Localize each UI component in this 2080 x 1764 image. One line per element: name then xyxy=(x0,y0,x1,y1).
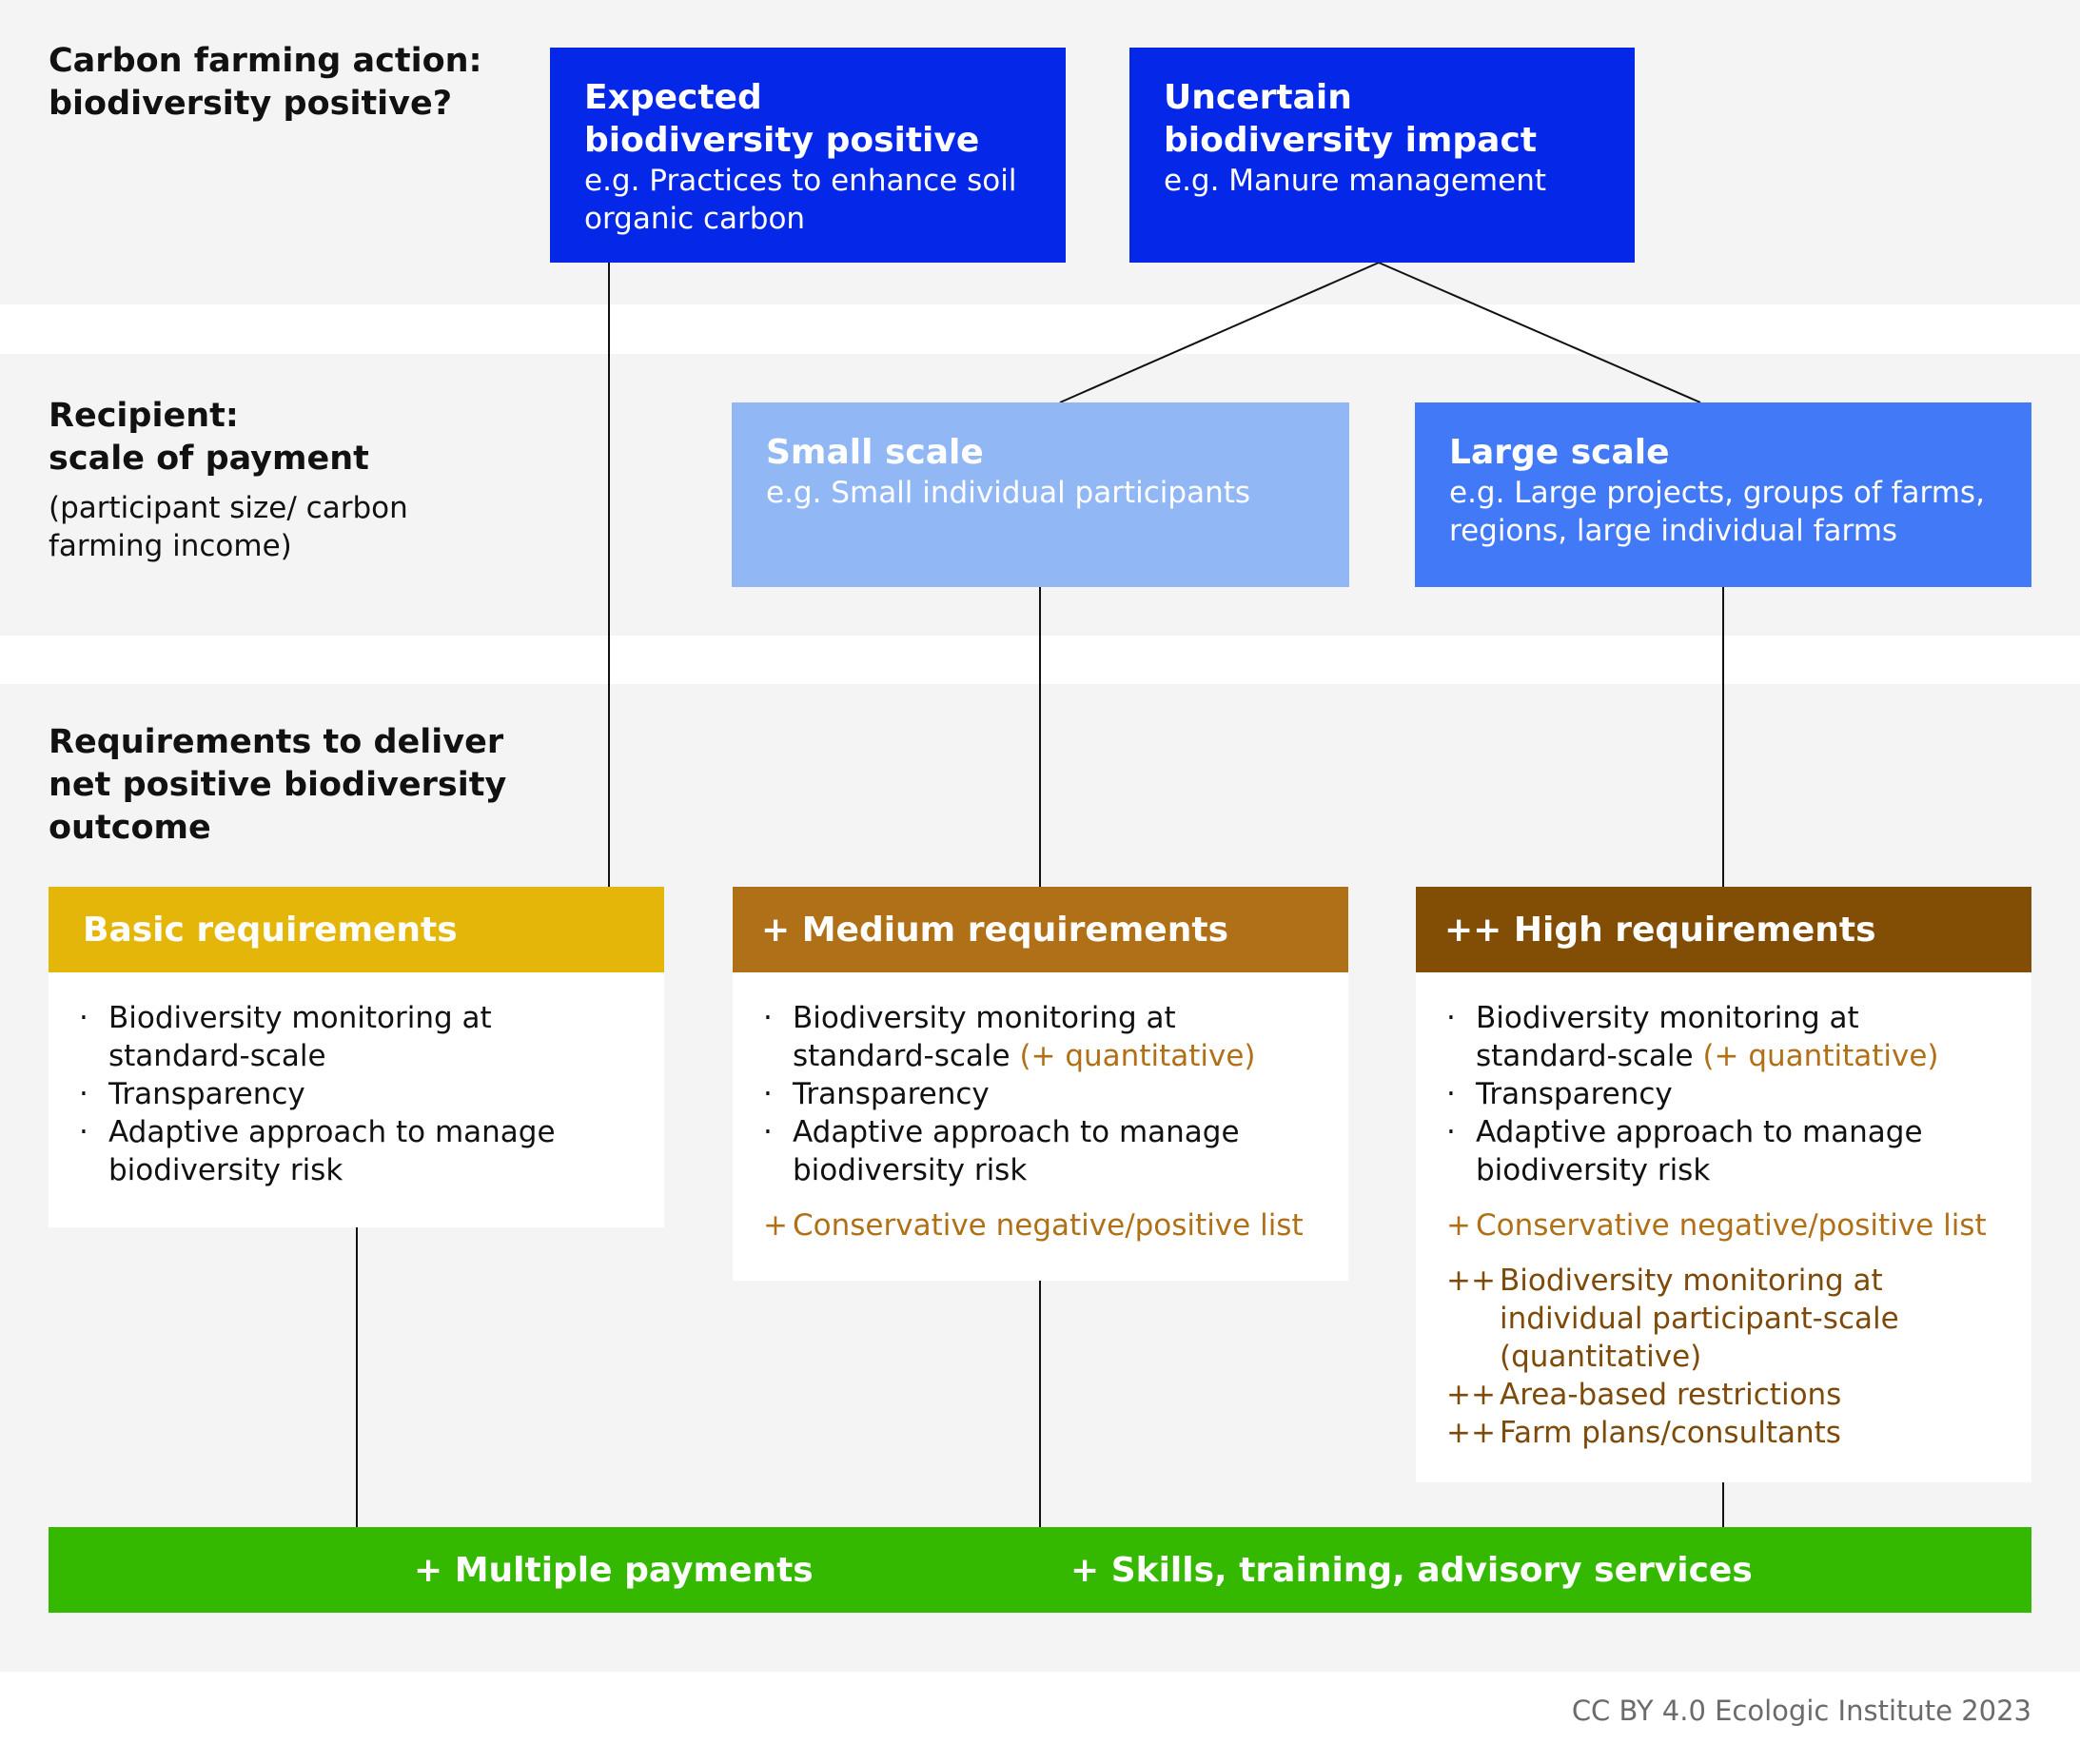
support-measures-bar: + Multiple payments + Skills, training, … xyxy=(49,1527,2031,1613)
plusplus-item: ++Farm plans/consultants xyxy=(1446,1416,1841,1450)
action-row-label: Carbon farming action: biodiversity posi… xyxy=(49,42,482,123)
connector-uncertain-to-large xyxy=(1378,262,1701,403)
basic-requirements-header: Basic requirements xyxy=(49,887,664,972)
recipient-row-subtitle: (participant size/ carbon farming income… xyxy=(49,491,408,563)
list-item: standard-scale (+ quantitative) xyxy=(793,1039,1256,1073)
basic-requirements-list: ·Biodiversity monitoring at standard-sca… xyxy=(49,972,664,1227)
list-item: ·Adaptive approach to manage xyxy=(763,1115,1240,1149)
plus-item: +Conservative negative/positive list xyxy=(763,1208,1304,1243)
list-item: standard-scale xyxy=(108,1039,326,1073)
multiple-payments-label: + Multiple payments xyxy=(414,1550,814,1590)
plusplus-item: ++Biodiversity monitoring at xyxy=(1446,1264,1883,1298)
medium-requirements-list: ·Biodiversity monitoring at standard-sca… xyxy=(733,972,1348,1281)
expected-positive-box: Expected biodiversity positive e.g. Prac… xyxy=(550,48,1066,263)
medium-requirements-header: + Medium requirements xyxy=(733,887,1348,972)
uncertain-impact-box: Uncertain biodiversity impact e.g. Manur… xyxy=(1129,48,1635,263)
credit-line: CC BY 4.0 Ecologic Institute 2023 xyxy=(1571,1695,2031,1727)
requirements-row-label: Requirements to deliver net positive bio… xyxy=(49,723,507,847)
plusplus-item: ++Area-based restrictions xyxy=(1446,1378,1842,1412)
small-scale-box: Small scale e.g. Small individual partic… xyxy=(732,402,1349,587)
high-requirements-list: ·Biodiversity monitoring at standard-sca… xyxy=(1416,972,2031,1482)
list-item: ·Biodiversity monitoring at xyxy=(763,1001,1176,1035)
plusplus-list: ++Biodiversity monitoring at individual … xyxy=(1446,1262,1997,1452)
skills-training-label: + Skills, training, advisory services xyxy=(1070,1550,1753,1590)
plusplus-item-cont: (quantitative) xyxy=(1500,1340,1702,1374)
list-item: ·Biodiversity monitoring at xyxy=(79,1001,492,1035)
plus-item: +Conservative negative/positive list xyxy=(1446,1208,1987,1243)
list-item: biodiversity risk xyxy=(108,1153,343,1187)
large-scale-box: Large scale e.g. Large projects, groups … xyxy=(1415,402,2031,587)
recipient-row-label: Recipient: scale of payment xyxy=(49,397,369,478)
list-item: biodiversity risk xyxy=(793,1153,1028,1187)
list-item: biodiversity risk xyxy=(1476,1153,1711,1187)
list-item: ·Transparency xyxy=(763,1077,990,1111)
list-item: ·Adaptive approach to manage xyxy=(79,1115,556,1149)
connector-uncertain-to-small xyxy=(1059,262,1380,403)
list-item: ·Transparency xyxy=(1446,1077,1673,1111)
plusplus-item-cont: individual participant-scale xyxy=(1500,1302,1899,1336)
list-item: ·Adaptive approach to manage xyxy=(1446,1115,1923,1149)
high-requirements-header: ++ High requirements xyxy=(1416,887,2031,972)
list-item: ·Transparency xyxy=(79,1077,305,1111)
list-item: standard-scale (+ quantitative) xyxy=(1476,1039,1939,1073)
list-item: ·Biodiversity monitoring at xyxy=(1446,1001,1859,1035)
